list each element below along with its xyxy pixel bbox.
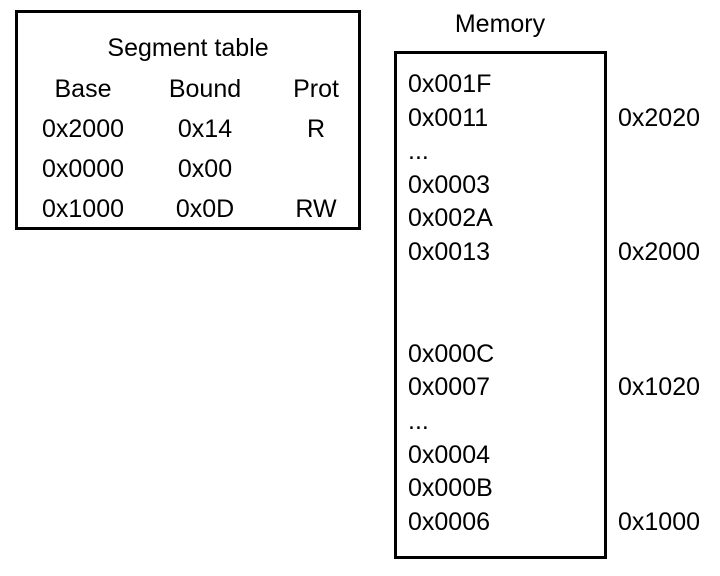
memory-address-label: 0x2000 [618,238,701,266]
segment-row-0-base: 0x2000 [41,115,125,143]
header-bound: Bound [168,75,242,103]
segment-row-1-base: 0x0000 [41,155,125,183]
memory-word: 0x0003 [408,171,491,199]
header-prot: Prot [293,75,339,103]
memory-word: 0x0011 [408,104,489,132]
segment-row-1-bound: 0x00 [177,155,233,183]
memory-word: 0x0013 [408,238,491,266]
segment-table-title: Segment table [107,34,269,62]
memory-word: 0x0004 [408,441,491,469]
memory-word: 0x0006 [408,508,491,536]
segment-row-2-bound: 0x0D [175,195,235,223]
segment-table: Segment table Base Bound Prot 0x2000 0x1… [15,10,361,230]
header-base: Base [54,75,112,103]
memory-word: 0x0007 [408,373,491,401]
memory-ellipsis: ... [408,137,429,165]
memory-address-label: 0x1000 [618,508,701,536]
memory-title: Memory [454,10,546,38]
memory-word: 0x001F [408,70,492,98]
memory-address-label: 0x1020 [618,373,701,401]
memory-word: 0x000B [408,474,493,502]
memory-address-label: 0x2020 [618,104,701,132]
memory-word: 0x002A [408,204,493,232]
segment-row-2-base: 0x1000 [41,195,125,223]
memory-word: 0x000C [408,340,495,368]
segment-row-0-bound: 0x14 [177,115,233,143]
segment-row-2-prot: RW [295,195,337,223]
memory-box [394,51,607,559]
memory-ellipsis: ... [408,407,429,435]
segment-row-0-prot: R [306,115,326,143]
